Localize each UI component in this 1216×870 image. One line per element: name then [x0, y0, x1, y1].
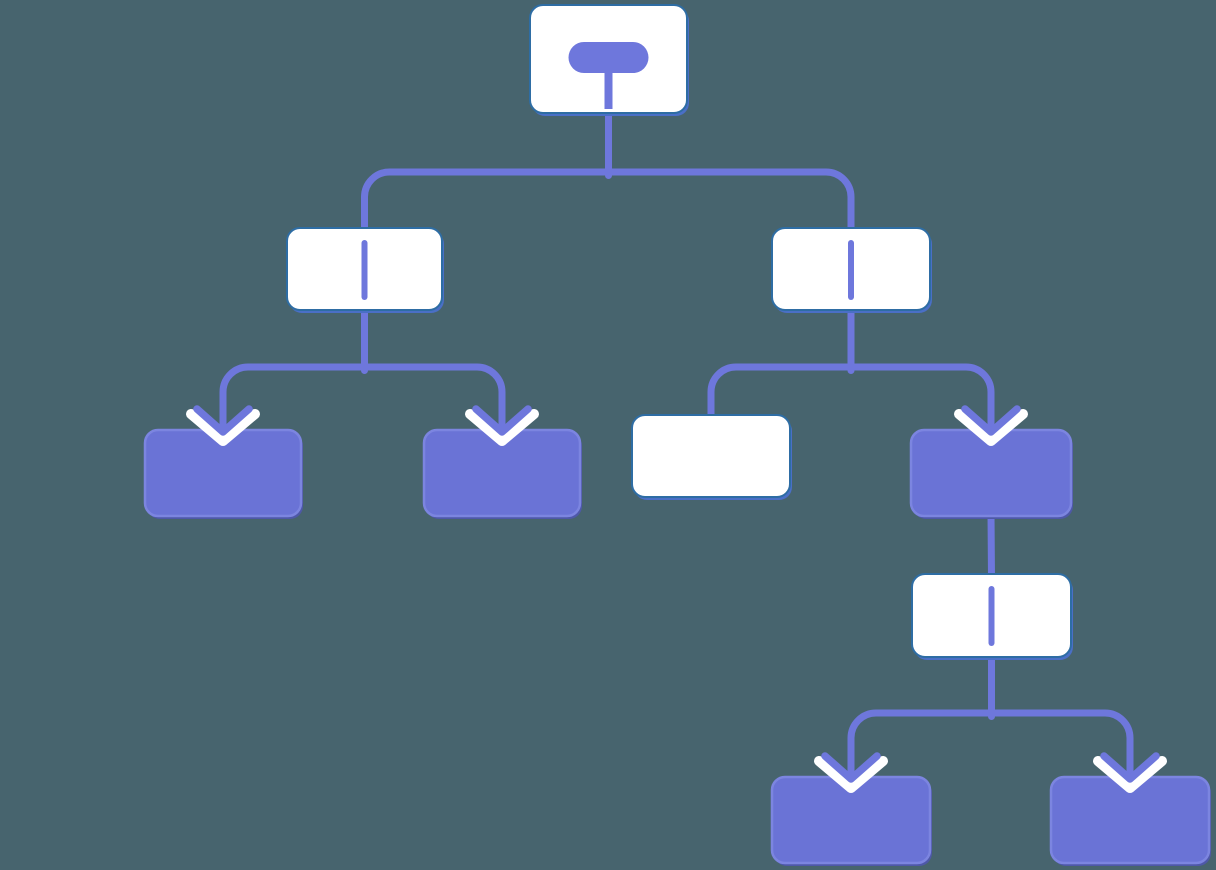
- expanded-leaf-node[interactable]: [631, 414, 792, 500]
- double-chevron-down-icon: [186, 394, 260, 446]
- connectors-layer: [219, 107, 1134, 783]
- chevron-purple: [1100, 752, 1160, 783]
- pill-stem: [604, 71, 613, 109]
- vertical-bar-placeholder: [848, 240, 854, 300]
- connector: [361, 107, 855, 236]
- chevron-white: [1093, 756, 1167, 793]
- vertical-bar-placeholder: [988, 586, 995, 646]
- chevron-purple: [821, 752, 881, 783]
- pill-placeholder: [568, 42, 649, 73]
- double-chevron-down-icon: [465, 394, 539, 446]
- node-box: [631, 414, 791, 498]
- root-topic-pill: [568, 42, 649, 109]
- collapsed-leaf-4[interactable]: [1049, 775, 1211, 866]
- double-chevron-down-icon: [954, 394, 1028, 446]
- connector: [219, 304, 506, 436]
- collapsed-leaf-1[interactable]: [143, 428, 303, 519]
- vertical-bar-placeholder: [361, 240, 368, 300]
- decorations-layer: [186, 42, 1167, 793]
- double-chevron-down-icon: [1093, 741, 1167, 793]
- collapsed-leaf-3[interactable]: [770, 775, 932, 866]
- chevron-purple: [472, 405, 532, 436]
- chevron-white: [465, 409, 539, 446]
- chevron-purple: [961, 405, 1021, 436]
- chevron-white: [186, 409, 260, 446]
- chevron-purple: [193, 405, 253, 436]
- connector: [987, 510, 995, 582]
- connector: [707, 304, 995, 436]
- chevron-white: [954, 409, 1028, 446]
- chevron-white: [814, 756, 888, 793]
- nodes-layer: [143, 4, 1211, 866]
- collapsed-node-right[interactable]: [909, 428, 1073, 519]
- double-chevron-down-icon: [814, 741, 888, 793]
- collapsed-leaf-2[interactable]: [422, 428, 582, 519]
- connector: [847, 651, 1134, 783]
